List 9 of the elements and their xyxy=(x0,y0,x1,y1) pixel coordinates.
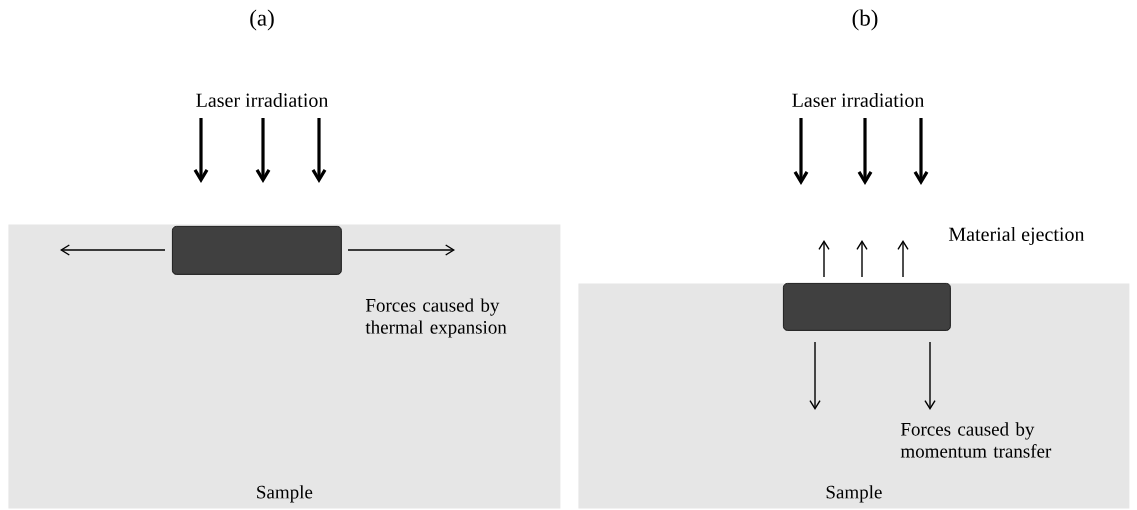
heated-region xyxy=(783,283,951,331)
panel-label: (b) xyxy=(852,9,878,31)
panel-label: (a) xyxy=(250,9,274,31)
annotation-text: Laser irradiation xyxy=(792,92,925,108)
annotation-text: Laser irradiation xyxy=(196,92,329,108)
annotation-text: Material ejection xyxy=(948,226,1085,246)
heated-region xyxy=(172,226,342,275)
annotation-text: Forces caused by momentum transfer xyxy=(900,422,1052,458)
annotation-text: Forces caused by thermal expansion xyxy=(365,298,507,338)
